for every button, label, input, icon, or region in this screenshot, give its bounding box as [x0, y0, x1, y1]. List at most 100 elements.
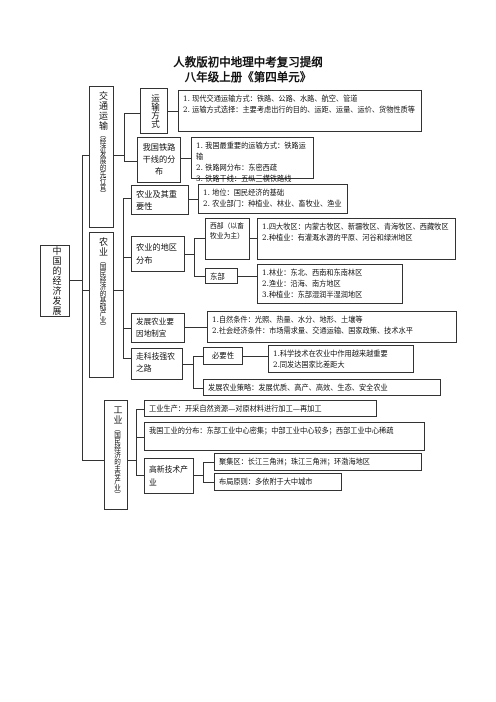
hightech-label: 高新技术产业	[149, 465, 188, 487]
agriculture-label: 农业	[97, 237, 107, 257]
agri-local-label: 发展农业要因地制宜	[136, 317, 174, 338]
connector	[70, 280, 82, 281]
agri-importance-detail: 1. 地位：国民经济的基础 2. 农业部门：种植业、林业、畜牧业、渔业	[198, 184, 348, 214]
connector	[89, 460, 104, 461]
connector	[189, 199, 198, 200]
connector	[123, 257, 131, 258]
necessity-detail: 1.科学技术在农业中作用越来越重要 2.同发达国家比差距大	[268, 345, 414, 373]
detail-line: 2.社会经济条件：市场需求量、交通运输、国家政策、技术水平	[212, 326, 413, 335]
connector	[82, 155, 83, 460]
detail-line: 1.自然条件：光照、热量、水分、地形、土壤等	[212, 315, 363, 324]
necessity-node: 必要性	[203, 347, 243, 365]
hightech-principle: 布局原则：多依附于大中城市	[214, 473, 342, 491]
detail-line: 3.种植业：东部湿润半湿润地区	[262, 290, 363, 299]
east-node: 东部	[205, 268, 238, 284]
connector	[123, 328, 131, 329]
connector	[114, 155, 124, 156]
detail-line: 1.科学技术在农业中作用越来越重要	[273, 349, 388, 358]
connector	[185, 327, 207, 328]
connector	[193, 356, 194, 388]
connector	[123, 198, 131, 199]
connector	[194, 276, 205, 277]
transport-label: 交通运输	[97, 91, 107, 131]
connector	[114, 290, 123, 291]
connector	[203, 462, 214, 463]
connector	[185, 254, 194, 255]
connector	[136, 409, 144, 410]
connector	[194, 238, 205, 239]
connector	[193, 356, 203, 357]
agri-importance-node: 农业及其重要性	[131, 185, 189, 215]
agriculture-sub: （国民经济的基础产业）	[98, 257, 106, 330]
detail-line: 我国工业的分布：东部工业中心密集；中部工业中心较多；西部工业中心稀疏	[149, 426, 394, 435]
connector	[136, 437, 144, 438]
agri-distribution-node: 农业的地区分布	[131, 236, 185, 272]
detail-line: 布局原则：多依附于大中城市	[219, 477, 313, 486]
detail-line: 2.同发达国家比差距大	[273, 360, 345, 369]
transport-modes-label: 运输方式	[149, 94, 160, 128]
detail-line: 2. 铁路网分布：东密西疏	[196, 163, 278, 172]
necessity-label: 必要性	[211, 351, 235, 360]
connector	[193, 388, 203, 389]
connector	[238, 276, 257, 277]
agri-tech-label: 走科技强农之路	[136, 352, 175, 373]
connector	[183, 364, 193, 365]
connector	[123, 198, 124, 358]
connector	[203, 462, 204, 482]
connector	[123, 358, 131, 359]
hightech-cluster: 聚集区：长江三角洲；珠江三角洲；环渤海地区	[214, 453, 422, 471]
connector	[82, 155, 89, 156]
industry-sub: （国民经济的主导产业）	[112, 425, 121, 498]
connector	[136, 409, 137, 475]
page-title: 人教版初中地理中考复习提纲	[173, 55, 323, 69]
connector	[168, 111, 178, 112]
detail-line: 工业生产：开采自然资源—对原材料进行加工—再加工	[149, 404, 322, 413]
rail-node: 我国铁路干线的分布	[137, 137, 181, 183]
detail-line: 1.四大牧区：内蒙古牧区、新疆牧区、青海牧区、西藏牧区	[262, 222, 449, 231]
west-label: 西部（以畜牧业为主）	[210, 222, 244, 240]
industry-production: 工业生产：开采自然资源—对原材料进行加工—再加工	[144, 400, 377, 417]
connector	[82, 460, 89, 461]
agri-tech-node: 走科技强农之路	[131, 348, 183, 380]
agri-local-detail: 1.自然条件：光照、热量、水分、地形、土壤等 2.社会经济条件：市场需求量、交通…	[207, 311, 457, 343]
agri-local-node: 发展农业要因地制宜	[131, 313, 185, 343]
transport-modes-node: 运输方式	[140, 88, 168, 134]
connector	[124, 113, 125, 161]
west-detail: 1.四大牧区：内蒙古牧区、新疆牧区、青海牧区、西藏牧区 2.种植业：有灌溉水源的…	[257, 218, 456, 260]
connector	[250, 238, 257, 239]
agri-importance-label: 农业及其重要性	[136, 189, 177, 211]
detail-line: 2.种植业：有灌溉水源的平原、河谷和绿洲地区	[262, 233, 413, 242]
connector	[124, 113, 140, 114]
root-label: 中国的经济发展	[50, 246, 61, 316]
hightech-node: 高新技术产业	[144, 458, 194, 494]
connector	[128, 460, 136, 461]
industry-distribution: 我国工业的分布：东部工业中心密集；中部工业中心较多；西部工业中心稀疏	[144, 422, 425, 451]
agri-distribution-label: 农业的地区分布	[136, 242, 177, 265]
detail-line: 1.林业：东北、西南和东南林区	[262, 268, 363, 277]
connector	[136, 475, 144, 476]
east-detail: 1.林业：东北、西南和东南林区 2.渔业：沿海、南方地区 3.种植业：东部湿润半…	[257, 264, 403, 304]
transport-node: 交通运输 （经济发展的先行官）	[89, 86, 114, 228]
detail-line: 2.渔业：沿海、南方地区	[262, 279, 341, 288]
rail-detail: 1. 我国最重要的运输方式：铁路运输 2. 铁路网分布：东密西疏 3. 铁路干线…	[191, 137, 314, 183]
industry-node: 工业 （国民经济的主导产业）	[104, 400, 128, 510]
detail-line: 1. 我国最重要的运输方式：铁路运输	[196, 141, 306, 161]
connector	[243, 356, 268, 357]
east-label: 东部	[210, 272, 225, 281]
agriculture-node: 农业 （国民经济的基础产业）	[89, 232, 114, 378]
rail-label: 我国铁路干线的分布	[142, 142, 176, 176]
strategy-detail: 发展农业策略：发展优质、高产、高效、生态、安全农业	[203, 379, 441, 396]
detail-line: 1. 现代交通运输方式：铁路、公路、水路、航空、管道	[183, 94, 358, 103]
root-node: 中国的经济发展	[40, 245, 70, 317]
detail-line: 聚集区：长江三角洲；珠江三角洲；环渤海地区	[219, 457, 370, 466]
detail-line: 2. 运输方式选择：主要考虑出行的目的、运距、运量、运价、货物性质等	[183, 105, 415, 114]
west-node: 西部（以畜牧业为主）	[205, 218, 250, 260]
transport-sub: （经济发展的先行官）	[98, 131, 106, 197]
detail-line: 1. 地位：国民经济的基础	[203, 188, 285, 197]
connector	[82, 290, 89, 291]
industry-label: 工业	[111, 405, 122, 425]
connector	[194, 475, 203, 476]
detail-line: 2. 农业部门：种植业、林业、畜牧业、渔业	[203, 199, 342, 208]
connector	[181, 158, 191, 159]
connector	[203, 482, 214, 483]
